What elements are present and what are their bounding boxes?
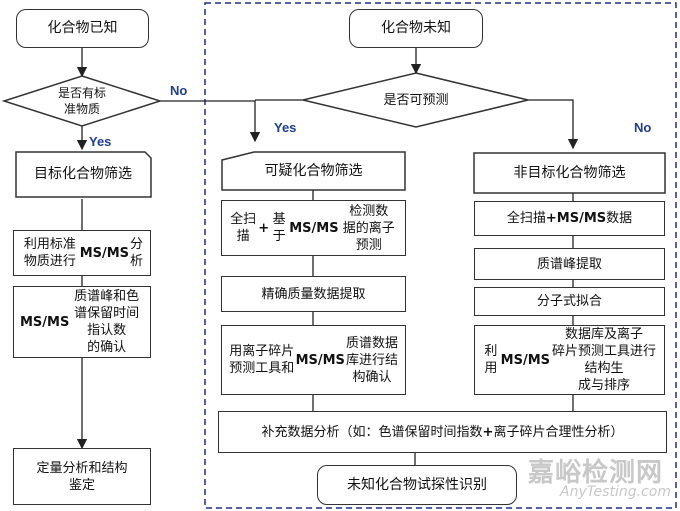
target-screen-label: 目标化合物筛选 <box>34 166 132 182</box>
known-decision-diamond <box>1 75 163 127</box>
nontarget-step2-box: 质谱峰提取 <box>474 248 665 280</box>
nontarget-step3-box: 分子式拟合 <box>474 287 665 316</box>
unknown-decision-diamond <box>302 72 529 128</box>
supplement-box: 补充数据分析（如：色谱保留时间指数+离子碎片合理性分析） <box>218 411 667 453</box>
known-step3-box: 定量分析和结构 鉴定 <box>13 448 151 505</box>
unknown-no-label: No <box>634 120 652 135</box>
suspect-screen-shape <box>221 151 406 191</box>
watermark-cn: 嘉峪检测网 <box>528 458 664 488</box>
unknown-dashed-region <box>204 2 677 509</box>
known-title-box: 化合物已知 <box>16 9 149 48</box>
unknown-yes-label: Yes <box>274 120 297 135</box>
known-no-label: No <box>170 83 188 98</box>
final-box: 未知化合物试探性识别 <box>317 465 517 505</box>
suspect-step2-box: 精确质量数据提取 <box>221 276 406 312</box>
unknown-title-box: 化合物未知 <box>349 9 483 48</box>
known-decision-label: 是否有标 准物质 <box>57 86 106 116</box>
suspect-screen-label: 可疑化合物筛选 <box>264 162 363 179</box>
nontarget-screen-shape <box>473 152 666 194</box>
known-yes-label: Yes <box>89 134 112 149</box>
watermark-en: AnyTesting.com <box>560 484 671 500</box>
arrow-no-branch <box>528 99 579 150</box>
unknown-decision-label: 是否可预测 <box>383 92 449 108</box>
arrow-no-to-suspect <box>160 100 261 143</box>
target-screen-shape <box>15 151 152 198</box>
nontarget-screen-label: 非目标化合物筛选 <box>513 164 626 181</box>
